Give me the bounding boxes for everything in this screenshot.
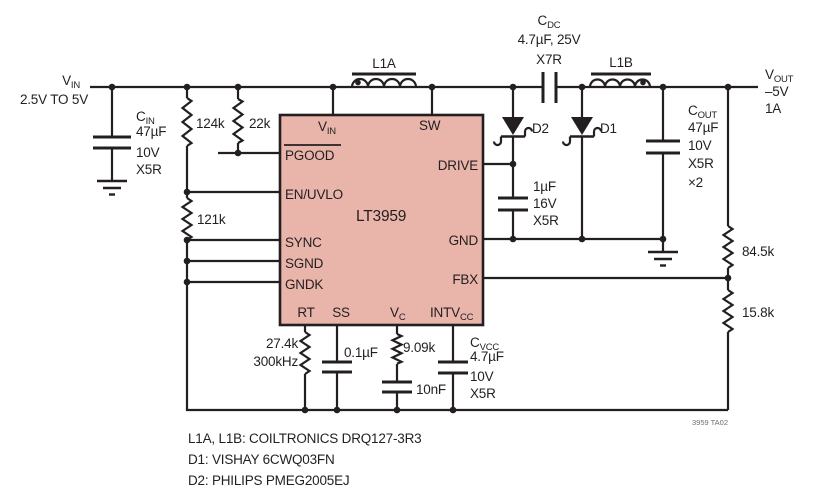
cvcc-value-label: 4.7µF [470, 349, 504, 364]
vout-current-label: 1A [765, 101, 781, 116]
pin-label-en-uvlo: EN/UVLO [285, 187, 343, 202]
l1a-polarity-dot [355, 79, 361, 86]
cdrive-value-label: 1µF [533, 179, 556, 194]
capacitor-cdc: CDC 4.7µF, 25V X7R [518, 13, 581, 103]
figure-code: 3959 TA02 [692, 418, 728, 427]
diode-d2: D2 [492, 117, 549, 147]
diode-d1: D1 [561, 117, 617, 147]
l1b-polarity-dot [640, 79, 646, 86]
cout-dielectric-label: X5R [688, 156, 714, 171]
pin-label-drive: DRIVE [438, 158, 478, 173]
pin-label-vc: VC [390, 305, 406, 323]
ground-symbol-gnd-rail [648, 250, 678, 267]
pin-label-sgnd: SGND [285, 256, 324, 271]
capacitor-drive: 1µF 16V X5R [498, 179, 559, 228]
vout-voltage-label: –5V [765, 84, 789, 99]
note-d1: D1: VISHAY 6CWQ03FN [188, 452, 335, 467]
cvcc-rating-label: 10V [470, 369, 494, 384]
resistor-124k-label: 124k [196, 116, 225, 131]
rt-frequency-label: 300kHz [253, 354, 298, 369]
pin-label-intvcc: INTVCC [430, 305, 474, 323]
input-terminal: VIN 2.5V TO 5V [20, 73, 88, 107]
ground-symbol-cin [97, 179, 127, 196]
pin-label-sync: SYNC [285, 235, 322, 250]
rt-network: 27.4k 300kHz [253, 336, 298, 369]
vin-range-label: 2.5V TO 5V [20, 92, 88, 107]
ic-body [278, 113, 485, 327]
cdrive-rating-label: 16V [533, 196, 557, 211]
ss-capacitor: 0.1µF [322, 345, 378, 374]
inductor-l1a: L1A [350, 56, 418, 88]
resistor-22k-label: 22k [249, 116, 271, 131]
resistor-15k8-label: 15.8k [742, 305, 774, 320]
vc-network: 9.09k 10nF [382, 340, 446, 397]
l1b-label: L1B [609, 55, 633, 70]
inductor-l1b: L1B [588, 55, 652, 88]
pin-label-sw: SW [419, 118, 441, 133]
vin-label: VIN [62, 73, 80, 91]
ss-cap-label: 0.1µF [344, 345, 378, 360]
pin-label-pgood: PGOOD [285, 148, 335, 163]
cdc-ref-label: CDC [538, 13, 561, 31]
l1a-label: L1A [372, 56, 396, 71]
cdc-dielectric-label: X7R [536, 52, 562, 67]
pin-label-gnd: GND [449, 233, 479, 248]
cout-quantity-label: ×2 [688, 175, 703, 190]
cin-ref-label: CIN [136, 109, 155, 127]
cin-rating-label: 10V [136, 145, 160, 160]
ic-part-number: LT3959 [356, 208, 406, 225]
vout-label: VOUT [765, 67, 794, 85]
cout-ref-label: COUT [688, 103, 717, 121]
output-terminal: VOUT –5V 1A [765, 67, 794, 116]
junction-dots [108, 83, 732, 414]
note-d2: D2: PHILIPS PMEG2005EJ [188, 473, 349, 488]
cdc-value-label: 4.7µF, 25V [518, 32, 581, 47]
cout-value-label: 47µF [688, 120, 718, 135]
d1-label: D1 [600, 121, 617, 136]
pin-label-fbx: FBX [452, 272, 478, 287]
cout-rating-label: 10V [688, 138, 712, 153]
pin-label-ss: SS [332, 305, 350, 320]
note-inductors: L1A, L1B: COILTRONICS DRQ127-3R3 [188, 431, 421, 446]
capacitor-cout: COUT 47µF 10V X5R ×2 [646, 103, 718, 267]
cvcc-capacitor: CVCC 4.7µF 10V X5R [438, 335, 504, 401]
cin-dielectric-label: X5R [136, 162, 162, 177]
cvcc-ref-label: CVCC [470, 335, 499, 353]
ic-lt3959: VIN SW PGOOD EN/UVLO LT3959 SYNC SGND GN… [278, 113, 485, 327]
capacitor-cin: CIN 47µF 10V X5R [93, 109, 166, 196]
pin-label-rt: RT [297, 305, 314, 320]
cdrive-dielectric-label: X5R [533, 213, 559, 228]
d2-label: D2 [532, 121, 549, 136]
cin-value-label: 47µF [136, 124, 166, 139]
pin-label-vin: VIN [318, 119, 336, 137]
pin-label-gndk: GNDK [285, 277, 323, 292]
resistor-121k-label: 121k [197, 212, 226, 227]
rt-resistor-label: 27.4k [266, 336, 298, 351]
wires [90, 85, 758, 412]
vc-cap-label: 10nF [416, 382, 446, 397]
resistor-84k5-label: 84.5k [742, 244, 774, 259]
cvcc-dielectric-label: X5R [470, 386, 496, 401]
notes: L1A, L1B: COILTRONICS DRQ127-3R3 D1: VIS… [188, 431, 422, 488]
vc-resistor-label: 9.09k [403, 340, 435, 355]
